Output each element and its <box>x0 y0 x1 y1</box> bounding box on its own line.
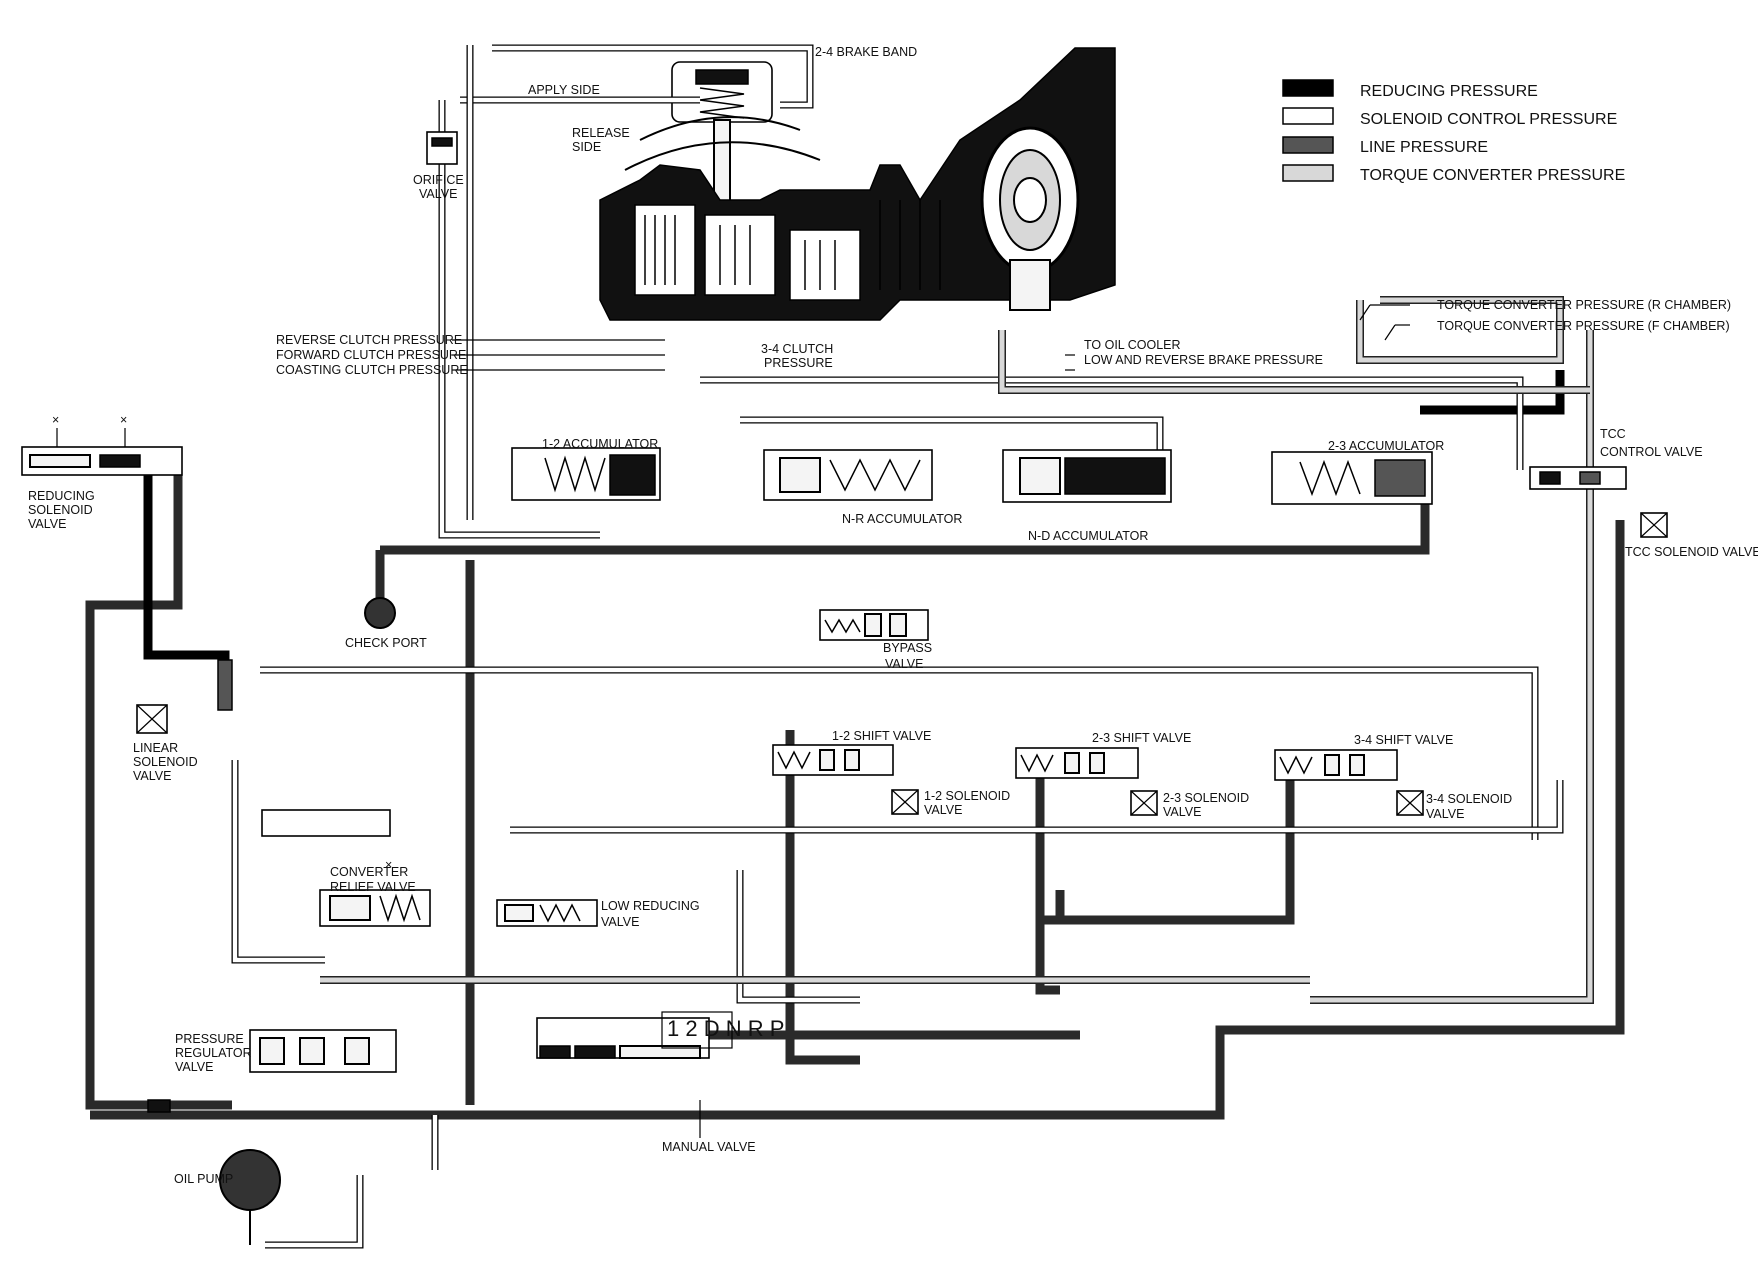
label-release-side-1: RELEASE <box>572 126 630 140</box>
pipes <box>85 44 1625 1249</box>
label-accumulator-n-r: N-R ACCUMULATOR <box>842 512 962 526</box>
labels: 2-4 BRAKE BAND APPLY SIDE RELEASE SIDE O… <box>28 45 1758 1186</box>
legend-swatch-solenoid <box>1282 107 1334 125</box>
label-orifice-valve-2: VALVE <box>419 187 457 201</box>
label-accumulator-1-2: 1-2 ACCUMULATOR <box>542 437 658 451</box>
orifice-valve <box>426 131 458 165</box>
legend-swatch-line <box>1282 136 1334 154</box>
label-brake-band: 2-4 BRAKE BAND <box>815 45 917 59</box>
label-sol-2-3-1: 2-3 SOLENOID <box>1163 791 1249 805</box>
label-low-reducing-2: VALVE <box>601 915 639 929</box>
label-tcc-solenoid: TCC SOLENOID VALVE <box>1625 545 1758 559</box>
label-mark-x-2: × <box>120 413 127 427</box>
label-tc-f-chamber: TORQUE CONVERTER PRESSURE (F CHAMBER) <box>1437 319 1730 333</box>
shift-valve-3-4 <box>1274 749 1398 781</box>
label-sol-1-2-2: VALVE <box>924 803 962 817</box>
label-linear-solenoid-2: SOLENOID <box>133 755 198 769</box>
accumulator-2-3 <box>1271 451 1433 505</box>
check-port <box>364 555 396 629</box>
label-shift-1-2: 1-2 SHIFT VALVE <box>832 729 931 743</box>
oil-pump <box>219 1149 281 1245</box>
label-accumulator-n-d: N-D ACCUMULATOR <box>1028 529 1148 543</box>
label-release-side-2: SIDE <box>572 140 601 154</box>
label-linear-solenoid-1: LINEAR <box>133 741 178 755</box>
label-reverse-clutch: REVERSE CLUTCH PRESSURE <box>276 333 462 347</box>
label-mark-x-1: × <box>52 413 59 427</box>
converter-relief-valve <box>261 809 431 927</box>
accumulator-n-r <box>763 449 933 501</box>
label-manual-valve: MANUAL VALVE <box>662 1140 756 1154</box>
tcc-control-valve <box>1529 466 1627 490</box>
label-tcc-control-1: TCC <box>1600 427 1626 441</box>
accumulator-1-2 <box>511 447 661 501</box>
leader-lines <box>452 304 1410 1138</box>
bypass-valve <box>819 609 929 641</box>
legend-swatch-torque <box>1282 164 1334 182</box>
solenoid-valve-3-4 <box>1396 790 1424 816</box>
label-accumulator-2-3: 2-3 ACCUMULATOR <box>1328 439 1444 453</box>
label-check-port: CHECK PORT <box>345 636 427 650</box>
label-converter-relief-1: CONVERTER <box>330 865 408 879</box>
label-sol-2-3-2: VALVE <box>1163 805 1201 819</box>
solenoid-valve-2-3 <box>1130 790 1158 816</box>
transmission-housing <box>599 47 1116 321</box>
legend-label-reducing: REDUCING PRESSURE <box>1360 83 1538 100</box>
label-reducing-solenoid-2: SOLENOID <box>28 503 93 517</box>
pressure-regulator-valve <box>147 1029 397 1113</box>
legend-swatch-reducing <box>1282 79 1334 97</box>
label-reducing-solenoid-3: VALVE <box>28 517 66 531</box>
label-shift-3-4: 3-4 SHIFT VALVE <box>1354 733 1453 747</box>
label-tc-r-chamber: TORQUE CONVERTER PRESSURE (R CHAMBER) <box>1437 298 1731 312</box>
label-pressure-regulator-3: VALVE <box>175 1060 213 1074</box>
label-mark-x-3: × <box>385 858 392 872</box>
tcc-solenoid-valve <box>1640 512 1668 538</box>
low-reducing-valve <box>496 899 598 927</box>
shift-valve-1-2 <box>772 744 894 776</box>
label-sol-3-4-2: VALVE <box>1426 807 1464 821</box>
label-coasting-clutch: COASTING CLUTCH PRESSURE <box>276 363 468 377</box>
label-low-reverse-brake: LOW AND REVERSE BRAKE PRESSURE <box>1084 353 1323 367</box>
label-pressure-regulator-2: REGULATOR <box>175 1046 252 1060</box>
label-tcc-control-2: CONTROL VALVE <box>1600 445 1703 459</box>
solenoid-valve-1-2 <box>891 789 919 815</box>
label-forward-clutch: FORWARD CLUTCH PRESSURE <box>276 348 466 362</box>
label-bypass-valve-2: VALVE <box>885 657 923 671</box>
label-bypass-valve-1: BYPASS <box>883 641 932 655</box>
label-sol-1-2-1: 1-2 SOLENOID <box>924 789 1010 803</box>
label-linear-solenoid-3: VALVE <box>133 769 171 783</box>
manual-valve <box>536 1011 733 1059</box>
legend-label-solenoid: SOLENOID CONTROL PRESSURE <box>1360 111 1617 128</box>
label-gear-selector: 1 2 D N R P <box>667 1016 784 1041</box>
accumulator-n-d <box>1002 449 1172 503</box>
label-sol-3-4-1: 3-4 SOLENOID <box>1426 792 1512 806</box>
label-pressure-regulator-1: PRESSURE <box>175 1032 244 1046</box>
shift-valve-2-3 <box>1015 747 1139 779</box>
label-low-reducing-1: LOW REDUCING <box>601 899 700 913</box>
legend-label-line: LINE PRESSURE <box>1360 139 1488 156</box>
label-reducing-solenoid-1: REDUCING <box>28 489 95 503</box>
label-apply-side: APPLY SIDE <box>528 83 600 97</box>
reducing-solenoid-valve <box>21 428 183 476</box>
legend-label-torque: TORQUE CONVERTER PRESSURE <box>1360 167 1625 184</box>
legend: REDUCING PRESSURE SOLENOID CONTROL PRESS… <box>1282 79 1625 184</box>
linear-solenoid-valve <box>136 659 233 734</box>
label-oil-cooler: TO OIL COOLER <box>1084 338 1181 352</box>
label-orifice-valve-1: ORIFICE <box>413 173 464 187</box>
label-shift-2-3: 2-3 SHIFT VALVE <box>1092 731 1191 745</box>
label-clutch-3-4-2: PRESSURE <box>764 356 833 370</box>
label-oil-pump: OIL PUMP <box>174 1172 233 1186</box>
label-converter-relief-2: RELIEF VALVE <box>330 880 416 894</box>
label-clutch-3-4-1: 3-4 CLUTCH <box>761 342 833 356</box>
